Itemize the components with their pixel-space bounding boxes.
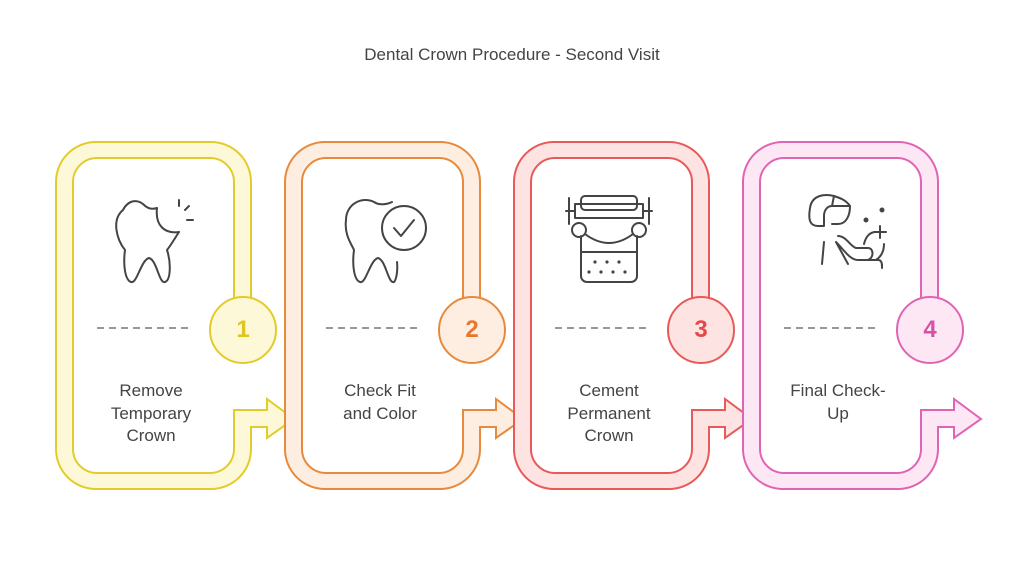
step-label-line: Crown: [584, 426, 634, 445]
step-label-line: Cement: [579, 381, 639, 400]
broken-tooth-icon: [115, 199, 194, 283]
step-number: 2: [465, 316, 479, 343]
step-4-card: [742, 141, 983, 490]
step-band-arrow: [513, 141, 754, 490]
step-label-line: Final Check-: [790, 381, 886, 400]
step-label-line: Temporary: [110, 403, 192, 423]
step-label-line: and Color: [343, 403, 417, 423]
step-number: 1: [236, 316, 250, 343]
step-2-card: [284, 141, 525, 490]
step-number: 4: [923, 316, 937, 343]
step-label: Final Check- Up: [763, 380, 913, 425]
step-band-arrow: [55, 141, 296, 490]
step-number-badge: [896, 296, 964, 364]
step-band-arrow: [742, 141, 983, 490]
step-band-arrow: [284, 141, 525, 490]
step-label-line: Up: [827, 403, 849, 423]
step-number: 3: [694, 316, 708, 343]
dentist-examination-icon: [808, 194, 887, 269]
dental-clamp-icon: [565, 195, 653, 283]
step-label-line: Check Fit: [344, 381, 416, 400]
step-1-card: [55, 141, 296, 490]
step-number-badge: [667, 296, 735, 364]
step-label-line: Remove: [119, 381, 183, 400]
diagram-title: Dental Crown Procedure - Second Visit: [364, 45, 660, 64]
step-label: Check Fit and Color: [305, 380, 455, 425]
step-label-line: Crown: [126, 426, 176, 445]
step-number-badge: [438, 296, 506, 364]
tooth-check-icon: [344, 199, 427, 283]
step-label-line: Permanent: [567, 403, 651, 423]
step-number-badge: [209, 296, 277, 364]
step-3-card: [513, 141, 754, 490]
